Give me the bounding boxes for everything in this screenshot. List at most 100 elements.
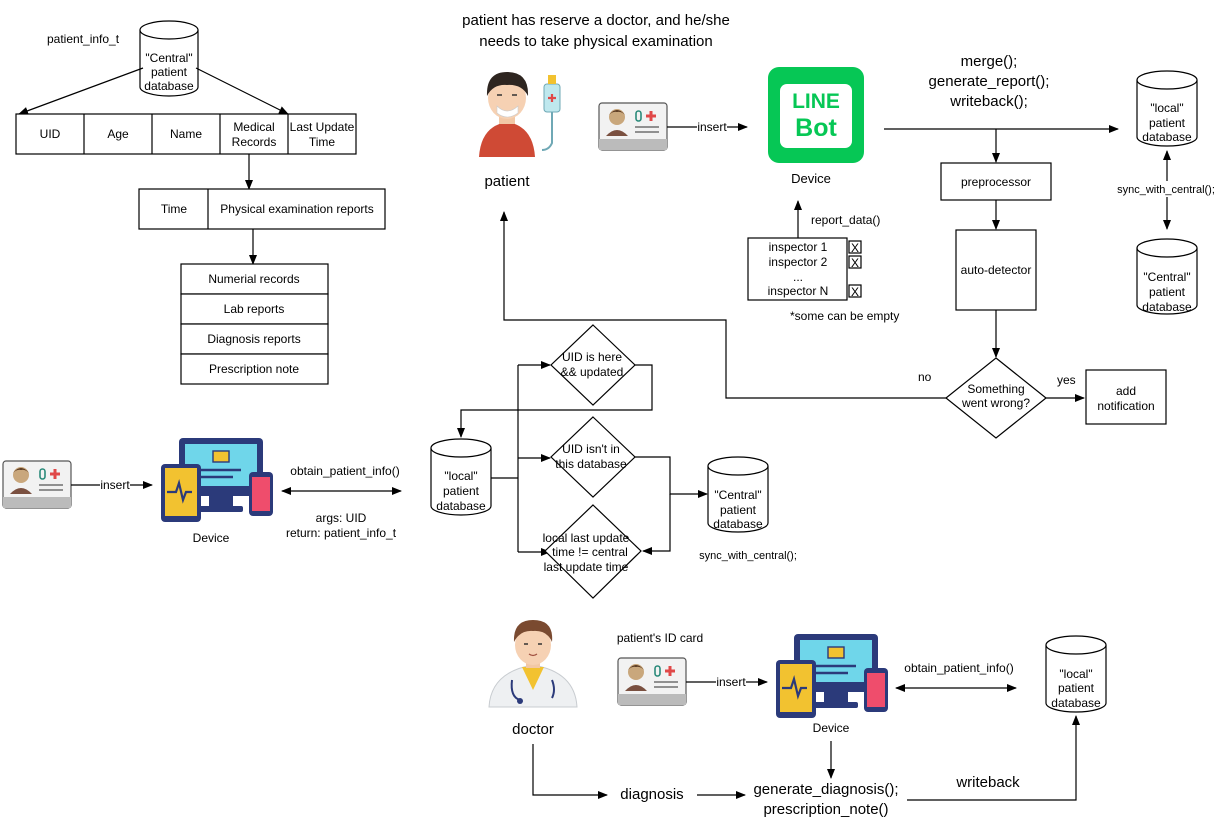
device-sync-flow: insert Device obtain_patient_info() args… [1,324,797,599]
returns-label: return: patient_info_t [286,526,397,540]
args-label: args: UID [316,511,367,525]
bot-call: merge(); [961,53,1018,70]
bot-call: generate_report(); [929,73,1050,90]
cond-label: UID is here [562,350,622,364]
device-label: Device [791,171,831,186]
sync-label: sync_with_central(); [699,550,797,562]
diagnosis-label: diagnosis [620,786,683,803]
local-db-cylinder: "local" patient database [1045,635,1107,713]
patient-info-schema: patient_info_t "Central" patient databas… [15,20,386,385]
inspector-item: ... [793,270,803,284]
db-label: database [1142,300,1192,314]
db-label: database [1142,130,1192,144]
report-type: Lab reports [224,302,285,316]
inspector-item: inspector N [768,284,829,298]
decision-label: went wrong? [961,396,1030,410]
id-card-icon [597,101,669,152]
insert-label: insert [100,478,130,492]
id-card-caption: patient's ID card [617,631,703,645]
device-label: Device [813,721,850,735]
cond-label: time != central [552,545,628,559]
line-bot-text: Bot [795,114,837,142]
central-db-cylinder: "Central" patient database [1136,238,1198,315]
db-label: "local" [444,469,477,483]
cond-label: this database [555,457,627,471]
fields-table: UID Age Name Medical Records Last Update… [15,113,357,155]
report-type: Prescription note [209,362,299,376]
device-icon [159,436,275,524]
yes-label: yes [1057,373,1076,387]
db-label: patient [720,503,757,517]
db-label: "local" [1059,667,1092,681]
cond-label: local last update [543,531,630,545]
field-age: Age [107,127,129,141]
cond-stale-diamond [544,504,642,599]
check-mark: X [851,241,859,255]
decision-diamond [945,357,1047,439]
report-data-call: report_data() [811,213,880,227]
id-card-icon [616,656,688,707]
notification-box [1085,369,1167,425]
check-mark: X [851,285,859,299]
decision-label: Something [967,382,1024,396]
cond-label: last update time [544,560,629,574]
notification-label: notification [1097,399,1154,413]
flow-caption: needs to take physical examination [479,33,712,50]
no-label: no [918,370,932,384]
local-db-cylinder: "local" patient database [430,438,492,516]
bot-call: writeback(); [949,93,1028,110]
inspector-item: inspector 1 [769,240,828,254]
db-label: "local" [1150,101,1183,115]
local-db-cylinder: "local" patient database [1136,70,1198,147]
doctor-label: doctor [512,721,554,738]
db-label: database [1051,696,1101,710]
check-mark: X [851,256,859,270]
line-bot-text: LINE [792,90,840,113]
doctor-call: prescription_note() [763,801,888,818]
insert-label: insert [697,120,727,134]
empty-note: *some can be empty [790,309,899,323]
doctor-avatar-icon [488,620,578,708]
line-bot-icon: LINE Bot [768,67,864,163]
doctor-flow: doctor patient's ID card insert Device o… [488,620,1107,818]
patient-avatar-icon [479,72,561,157]
db-label: database [144,79,194,93]
field-medical-records: Records [232,135,277,149]
flow-caption: patient has reserve a doctor, and he/she [462,12,730,29]
record-time: Time [161,202,188,216]
field-last-update: Time [309,135,336,149]
db-label: database [436,499,486,513]
schema-title: patient_info_t [47,32,120,46]
field-name: Name [170,127,202,141]
db-label: database [713,517,763,531]
central-db-cylinder: "Central" patient database [707,456,769,533]
report-type: Numerial records [208,272,299,286]
central-db-cylinder: "Central" patient database [139,20,199,97]
sync-label: sync_with_central(); [1117,184,1215,196]
cond-label: UID isn't in [562,442,620,456]
db-label: "Central" [714,488,761,502]
insert-label: insert [716,675,746,689]
auto-detector-box [955,229,1037,311]
db-label: patient [443,484,480,498]
writeback-label: writeback [955,774,1020,791]
obtain-info-call: obtain_patient_info() [290,464,399,478]
preprocessor-box [940,162,1052,201]
record-reports: Physical examination reports [220,202,373,216]
db-label: patient [1149,116,1186,130]
report-type: Diagnosis reports [207,332,300,346]
db-label: patient [1058,681,1095,695]
db-label: patient [151,65,188,79]
field-medical-records: Medical [233,120,274,134]
db-label: patient [1149,285,1186,299]
report-types-list: Numerial records Lab reports Diagnosis r… [180,263,329,385]
auto-detector-label: auto-detector [961,263,1032,277]
obtain-info-call: obtain_patient_info() [904,661,1013,675]
inspectors-box: inspector 1 inspector 2 ... inspector N … [747,237,862,301]
patient-label: patient [484,173,530,190]
db-label: "Central" [145,51,192,65]
inspector-item: inspector 2 [769,255,828,269]
field-last-update: Last Update [290,120,355,134]
notification-label: add [1116,384,1136,398]
device-icon [774,632,890,720]
